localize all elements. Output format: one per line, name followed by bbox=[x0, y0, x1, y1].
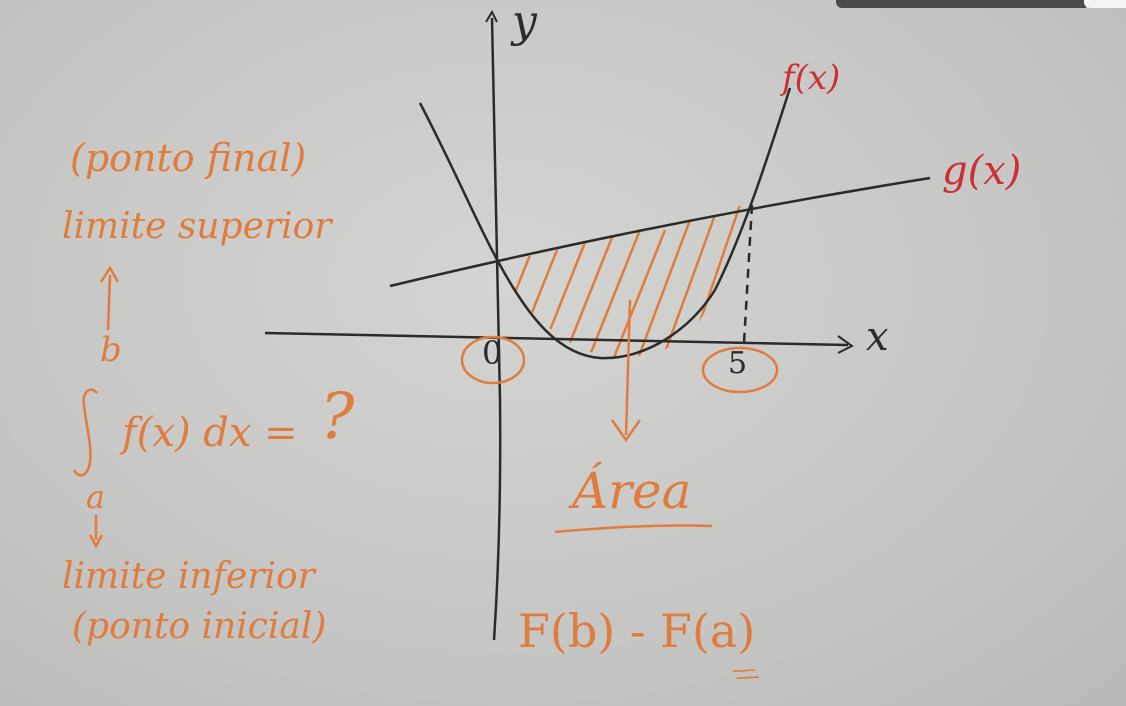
video-overlay-corner bbox=[1084, 0, 1126, 8]
area-arrow-head bbox=[610, 419, 642, 443]
tick-label-5: 5 bbox=[728, 346, 748, 381]
lower-bound-a: a bbox=[86, 478, 106, 516]
upper-bound-b: b bbox=[100, 330, 122, 370]
area-arrow-line bbox=[624, 299, 632, 436]
lower-limit-note-paren: (ponto inicial) bbox=[72, 606, 327, 647]
circle-tick-5 bbox=[701, 346, 779, 394]
upper-arrow-line bbox=[106, 274, 112, 331]
x-axis-arrow bbox=[837, 335, 854, 354]
upper-arrow-head bbox=[99, 265, 120, 283]
upper-limit-note-paren: (ponto final) bbox=[70, 136, 307, 180]
f-curve bbox=[418, 87, 792, 360]
integral-sign bbox=[72, 388, 98, 477]
area-label: Área bbox=[572, 462, 692, 520]
circle-tick-0 bbox=[460, 335, 526, 385]
g-curve-label: g(x) bbox=[942, 148, 1022, 194]
y-axis-arrow bbox=[485, 9, 498, 23]
video-overlay-bar bbox=[836, 0, 1086, 8]
formula-label: F(b) - F(a) bbox=[518, 604, 756, 658]
tick-label-0: 0 bbox=[482, 334, 503, 372]
area-underline bbox=[554, 524, 713, 534]
y-axis bbox=[490, 17, 502, 641]
g-curve bbox=[389, 176, 931, 288]
upper-limit-note: limite superior bbox=[62, 206, 332, 247]
lower-arrow-head bbox=[88, 534, 104, 549]
y-axis-label: y bbox=[512, 0, 537, 47]
lower-limit-note: limite inferior bbox=[62, 556, 315, 597]
f-curve-label: f(x) bbox=[782, 58, 841, 98]
question-mark: ? bbox=[320, 380, 355, 454]
integrand-text: f(x) dx = bbox=[122, 410, 298, 456]
dashed-line-5 bbox=[742, 204, 754, 344]
x-axis-label: x bbox=[866, 314, 889, 360]
